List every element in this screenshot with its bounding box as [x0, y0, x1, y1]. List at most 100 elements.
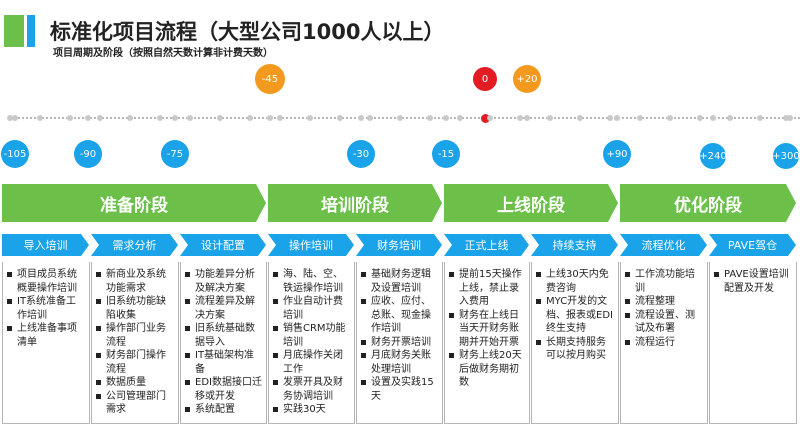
step-2: 设计配置 — [180, 234, 266, 256]
step-detail-7: 工作流功能培训流程整理流程设置、测试及布署流程运行 — [620, 262, 708, 424]
step-1: 需求分析 — [91, 234, 178, 256]
step-detail-4: 基础财务逻辑及设置培训应收、应付、总账、现金操作培训财务开票培训月底财务关账处理… — [356, 262, 443, 424]
phase-0: 准备阶段 — [2, 184, 266, 222]
detail-item: 发票开具及财务协调培训 — [273, 376, 351, 403]
timeline-tick-dot — [667, 115, 673, 121]
timeline-marker-0: -105 — [1, 140, 29, 168]
step-7: 流程优化 — [620, 234, 707, 256]
detail-item: 提前15天操作上线，禁止录入费用 — [449, 268, 526, 309]
page-subtitle: 项目周期及阶段（按照自然天数计算非计费天数） — [53, 48, 273, 59]
timeline-marker-8: +90 — [603, 140, 631, 168]
timeline-marker-4: -30 — [347, 140, 375, 168]
timeline-tick-dot — [577, 115, 583, 121]
timeline-tick-dot — [127, 115, 133, 121]
detail-item: 作业自动计费培训 — [273, 295, 351, 322]
timeline-marker-6: 0 — [473, 67, 497, 91]
detail-item: 旧系统功能缺陷收集 — [96, 295, 175, 322]
timeline-tick-dot — [157, 115, 163, 121]
detail-item: 财务开票培训 — [361, 336, 439, 350]
timeline-marker-7: +20 — [513, 65, 541, 93]
timeline-tick-dot — [457, 115, 463, 121]
timeline-tick-dot — [67, 115, 73, 121]
step-6: 持续支持 — [531, 234, 618, 256]
step-5: 正式上线 — [444, 234, 529, 256]
detail-item: IT基础架构准备 — [185, 349, 263, 376]
detail-item: 设置及实践15天 — [361, 376, 439, 403]
timeline-tick-dot — [637, 115, 643, 121]
detail-item: 上线30天内免费咨询 — [536, 268, 615, 295]
detail-item: 旧系统基础数据导入 — [185, 322, 263, 349]
step-detail-1: 新商业及系统功能需求旧系统功能缺陷收集操作部门业务流程财务部门操作流程数据质量公… — [91, 262, 179, 424]
timeline-tick-dot — [787, 115, 793, 121]
phase-2: 上线阶段 — [444, 184, 618, 222]
step-detail-5: 提前15天操作上线，禁止录入费用财务在上线日当天开财务账期并开始开票财务上线20… — [444, 262, 530, 424]
timeline-marker-5: -15 — [432, 140, 460, 168]
timeline-dot-7 — [524, 115, 530, 121]
timeline-dot-1 — [85, 115, 91, 121]
timeline-tick-dot — [487, 115, 493, 121]
timeline-dot-4 — [358, 115, 364, 121]
detail-item: 月底操作关闭工作 — [273, 349, 351, 376]
step-8: PAVE驾仓 — [709, 234, 796, 256]
step-detail-8: PAVE设置培训配置及开发 — [709, 262, 797, 424]
detail-item: 长期支持服务可以按月购买 — [536, 336, 615, 363]
timeline-tick-dot — [757, 115, 763, 121]
detail-item: 基础财务逻辑及设置培训 — [361, 268, 439, 295]
step-0: 导入培训 — [2, 234, 89, 256]
timeline-tick-dot — [517, 115, 523, 121]
timeline-dot-10 — [783, 115, 789, 121]
detail-item: 操作部门业务流程 — [96, 322, 175, 349]
timeline-tick-dot — [727, 115, 733, 121]
timeline-axis — [10, 117, 800, 119]
timeline-tick-dot — [277, 115, 283, 121]
phase-1: 培训阶段 — [268, 184, 442, 222]
timeline-tick-dot — [337, 115, 343, 121]
step-4: 财务培训 — [356, 234, 442, 256]
timeline-dot-6 — [480, 114, 490, 123]
timeline-dot-8 — [614, 115, 620, 121]
timeline-tick-dot — [427, 115, 433, 121]
timeline-marker-10: +300 — [772, 143, 800, 169]
detail-item: 销售CRM功能培训 — [273, 322, 351, 349]
phase-band: 准备阶段培训阶段上线阶段优化阶段 — [0, 184, 800, 224]
timeline-tick-dot — [547, 115, 553, 121]
detail-item: 功能差异分析及解决方案 — [185, 268, 263, 295]
timeline-tick-dot — [217, 115, 223, 121]
detail-item: 流程整理 — [625, 295, 704, 309]
detail-item: 项目成员系统概要操作培训 — [7, 268, 86, 295]
detail-item: 公司管理部门需求 — [96, 390, 175, 417]
detail-item: EDI数据接口迁移或开发 — [185, 376, 263, 403]
detail-item: PAVE设置培训配置及开发 — [714, 268, 793, 295]
detail-item: 数据质量 — [96, 376, 175, 390]
timeline-marker-2: -75 — [161, 140, 189, 168]
detail-item: 流程差异及解决方案 — [185, 295, 263, 322]
detail-item: 海、陆、空、铁运操作培训 — [273, 268, 351, 295]
detail-item: 财务上线20天后做财务期初数 — [449, 349, 526, 390]
detail-item: 财务在上线日当天开财务账期并开始开票 — [449, 309, 526, 350]
timeline-marker-1: -90 — [74, 140, 102, 168]
detail-item: 上线准备事项清单 — [7, 322, 86, 349]
detail-item: 实践30天 — [273, 403, 351, 417]
timeline-tick-dot — [37, 115, 43, 121]
timeline-dot-2 — [172, 115, 178, 121]
step-detail-3: 海、陆、空、铁运操作培训作业自动计费培训销售CRM功能培训月底操作关闭工作发票开… — [268, 262, 355, 424]
detail-item: MYC开发的文档、报表或EDI终生支持 — [536, 295, 615, 336]
detail-item: 月底财务关账处理培训 — [361, 349, 439, 376]
phase-3: 优化阶段 — [620, 184, 796, 222]
timeline-tick-dot — [187, 115, 193, 121]
detail-item: 财务部门操作流程 — [96, 349, 175, 376]
timeline-tick-dot — [7, 115, 13, 121]
detail-item: 应收、应付、总账、现金操作培训 — [361, 295, 439, 336]
page-title: 标准化项目流程（大型公司1000人以上） — [50, 20, 445, 44]
timeline-dot-0 — [12, 115, 18, 121]
title-accent-blue — [27, 15, 35, 47]
timeline-tick-dot — [697, 115, 703, 121]
timeline-tick-dot — [247, 115, 253, 121]
detail-item: 流程运行 — [625, 336, 704, 350]
timeline-marker-9: +240 — [699, 143, 727, 169]
timeline-tick-dot — [367, 115, 373, 121]
